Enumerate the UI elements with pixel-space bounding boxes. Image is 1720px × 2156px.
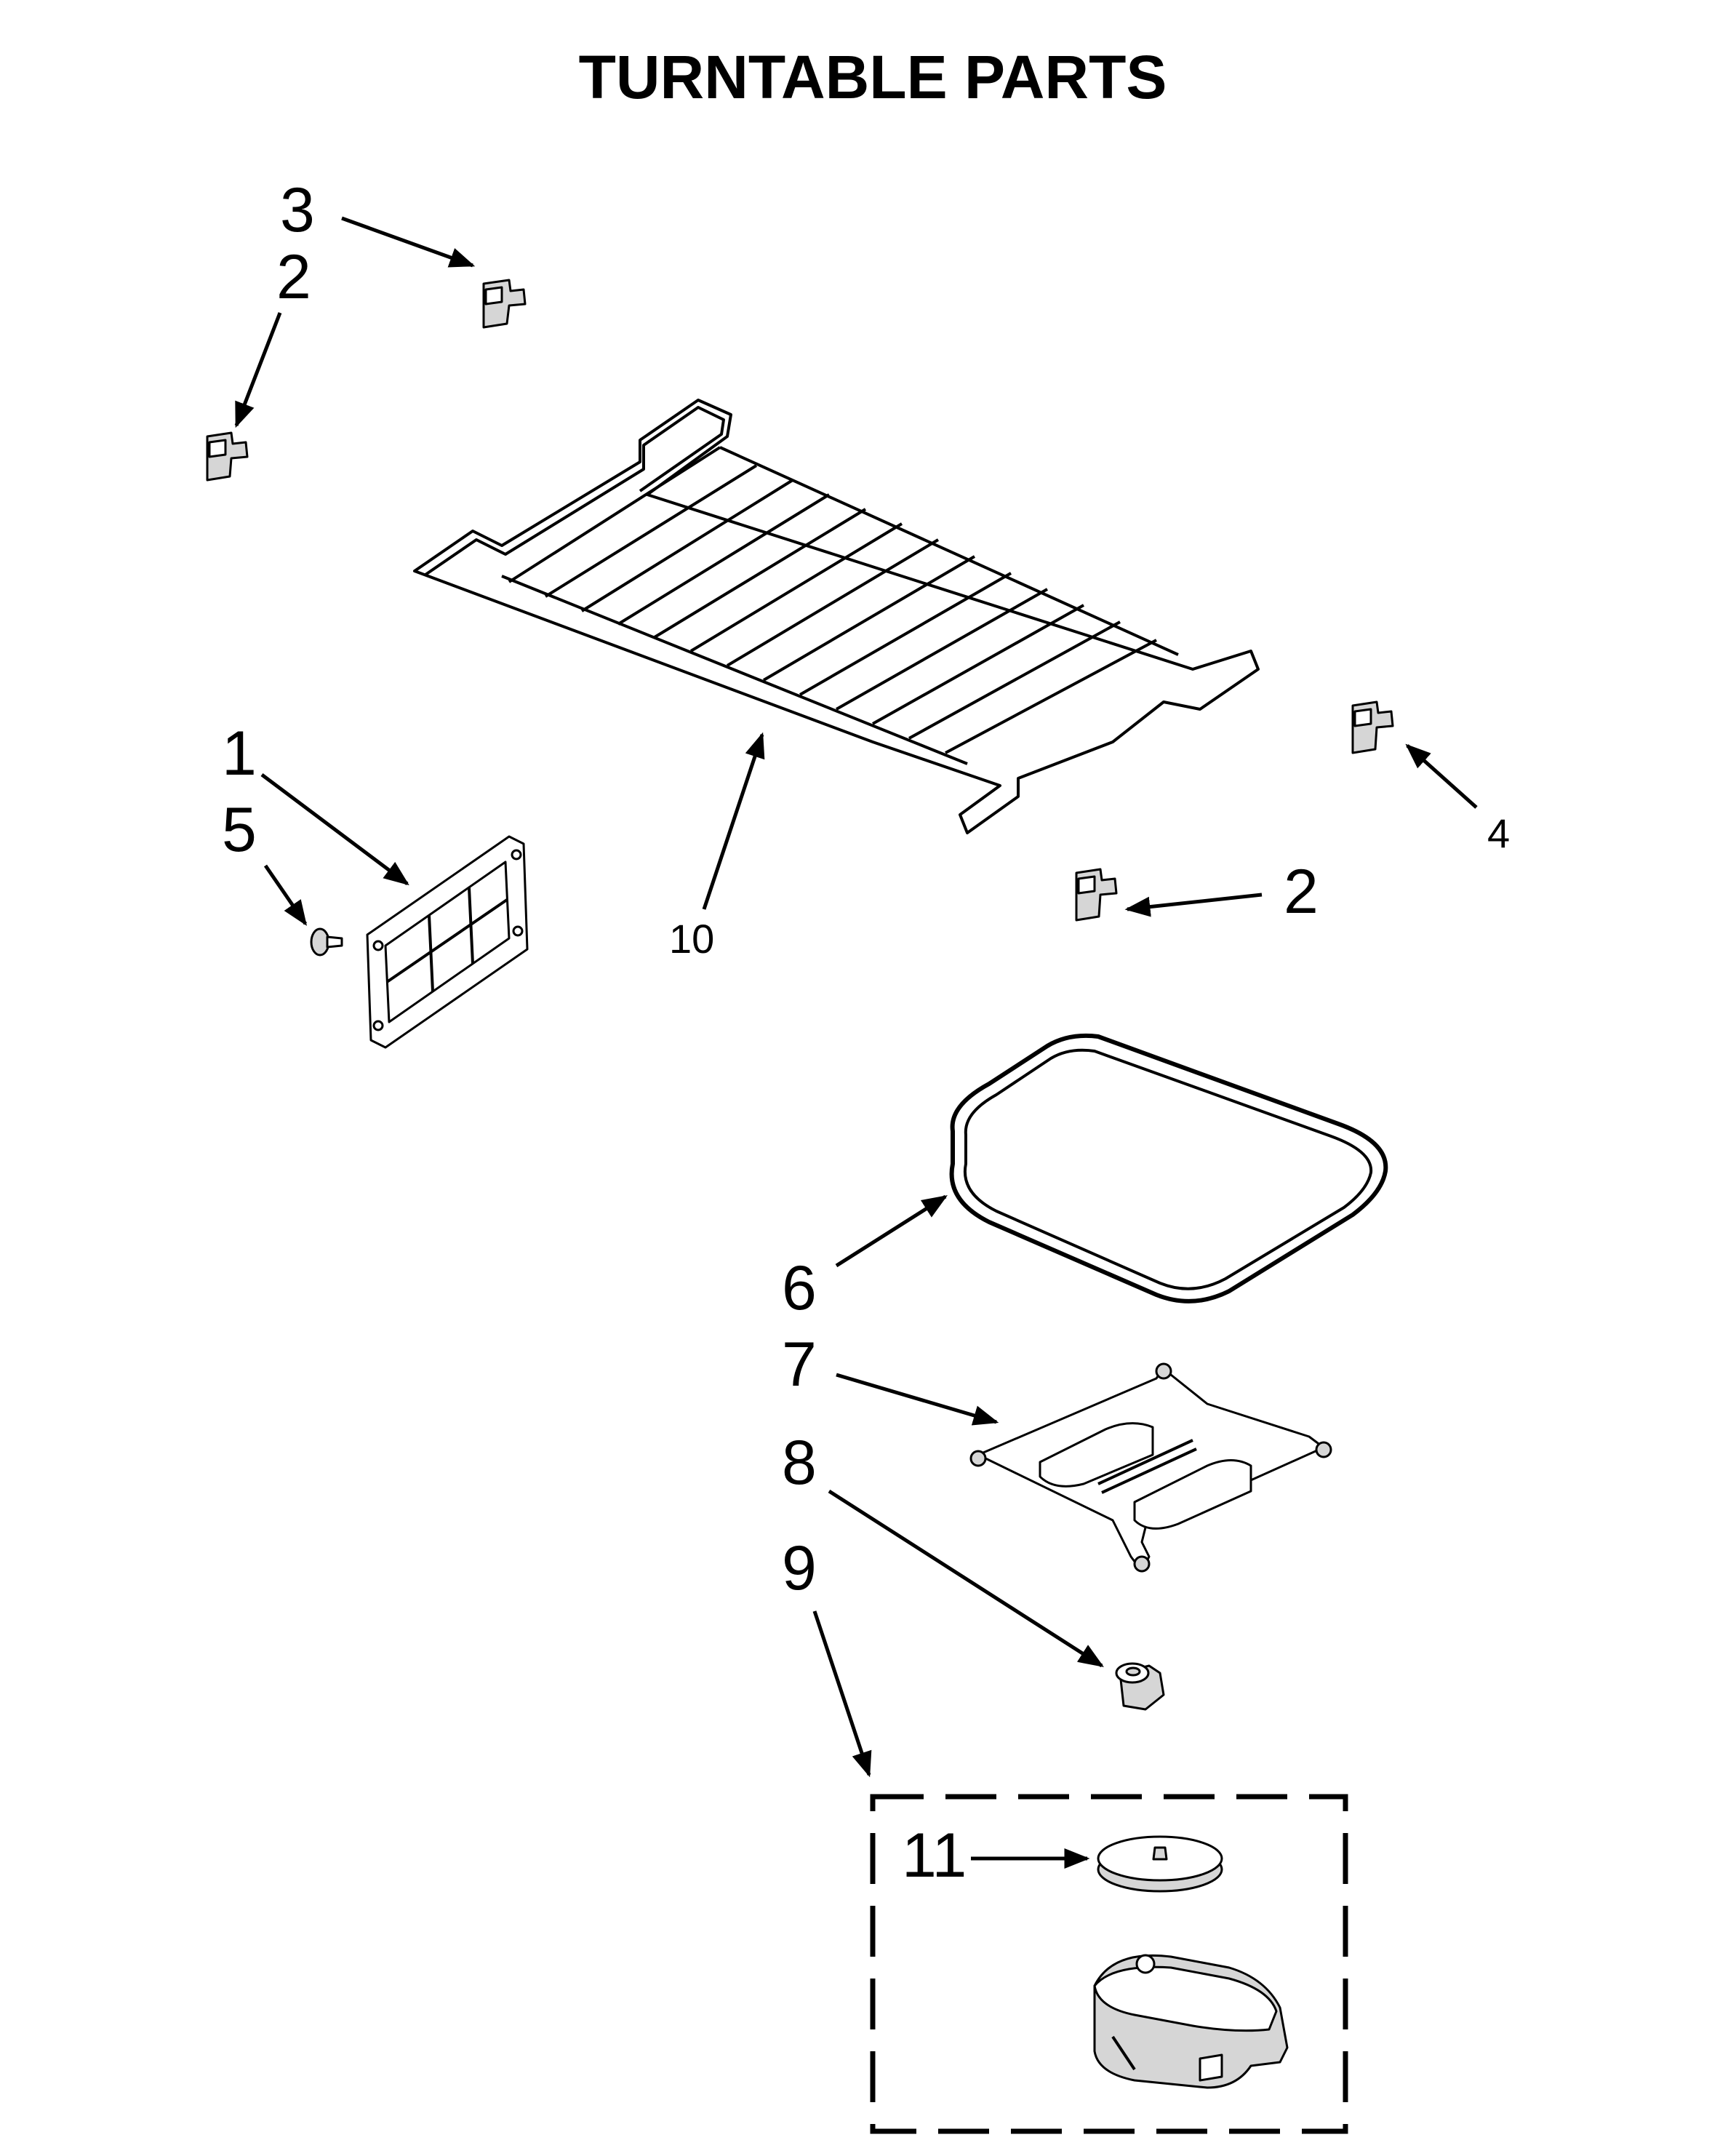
callout-2-upper: 2 bbox=[276, 242, 311, 312]
part-8-coupler bbox=[1115, 1662, 1165, 1711]
part-3-clip bbox=[482, 279, 527, 329]
part-2-clip-upper bbox=[206, 431, 249, 482]
part-4-clip bbox=[1351, 700, 1394, 754]
callout-10: 10 bbox=[669, 916, 714, 962]
rack-cross-wires bbox=[508, 446, 1157, 754]
leader-6 bbox=[835, 1194, 948, 1268]
callout-3: 3 bbox=[280, 175, 315, 245]
part-6-tray bbox=[949, 1033, 1388, 1303]
callout-2-lower: 2 bbox=[1284, 857, 1319, 927]
leader-4 bbox=[1405, 743, 1478, 809]
cover-mesh bbox=[385, 887, 508, 992]
leader-5 bbox=[263, 864, 308, 926]
leader-9 bbox=[812, 1610, 872, 1778]
turntable-motor bbox=[1093, 1954, 1289, 2089]
leader-2-upper bbox=[234, 312, 282, 428]
leader-10 bbox=[702, 732, 765, 910]
leader-1 bbox=[260, 773, 409, 886]
callout-7: 7 bbox=[782, 1330, 817, 1400]
part-7-roller-support bbox=[969, 1362, 1332, 1573]
part-10-wire-rack bbox=[413, 399, 1260, 834]
callout-5: 5 bbox=[222, 795, 257, 865]
part-5-screw bbox=[310, 927, 343, 957]
leader-3 bbox=[341, 216, 476, 268]
callout-11: 11 bbox=[902, 1821, 967, 1891]
callout-6: 6 bbox=[782, 1253, 817, 1323]
part-2-clip-lower bbox=[1075, 868, 1118, 922]
leader-7 bbox=[836, 1373, 999, 1426]
callout-8: 8 bbox=[782, 1428, 817, 1498]
leader-2-lower bbox=[1124, 893, 1263, 917]
kit-9-dashed-box bbox=[870, 1794, 1348, 2134]
part-1-cover bbox=[366, 835, 529, 1049]
leader-8 bbox=[828, 1489, 1104, 1668]
callout-1: 1 bbox=[222, 719, 257, 788]
callout-9: 9 bbox=[782, 1533, 817, 1603]
part-11-drive-hub bbox=[1097, 1835, 1223, 1893]
callout-4: 4 bbox=[1487, 810, 1510, 856]
diagram-title: TURNTABLE PARTS bbox=[579, 43, 1167, 111]
